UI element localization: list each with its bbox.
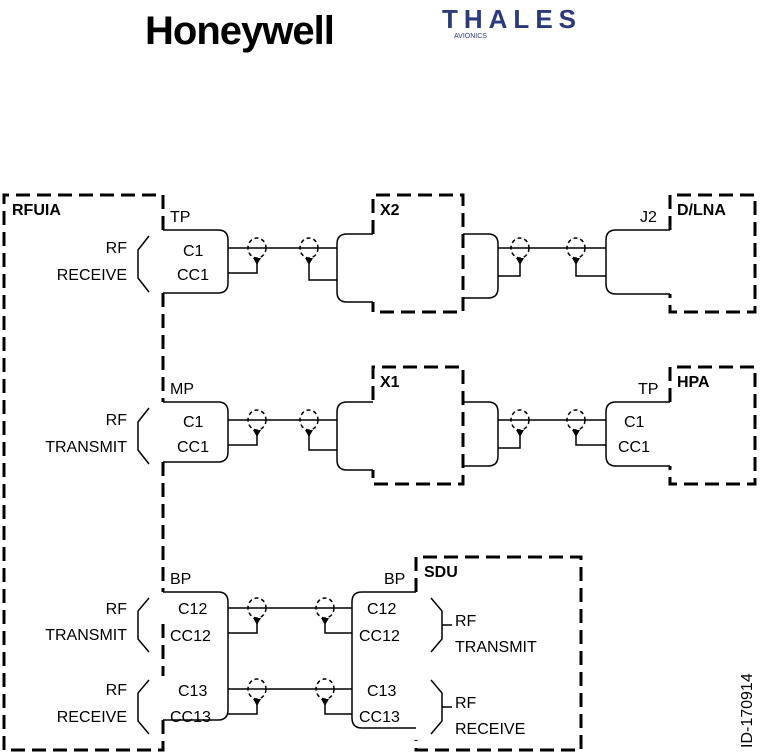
row4-shield-wire [228, 699, 352, 714]
row2-pin-c1: C1 [183, 414, 204, 431]
thales-avionics-label: AVIONICS [454, 33, 487, 40]
row1-receive-label: RECEIVE [57, 267, 127, 284]
row2-shield-tie-3 [516, 430, 524, 437]
mp-connector-label: MP [170, 381, 194, 398]
row2-transmit-label: TRANSMIT [45, 439, 127, 456]
sdu-label: SDU [424, 564, 458, 581]
row3-transmit-label: TRANSMIT [45, 627, 127, 644]
row2-shield-tie-1 [253, 430, 261, 437]
sdu-rf-transmit-label: TRANSMIT [455, 639, 537, 656]
row3-shield-tie-2 [321, 618, 329, 625]
row4-shield-tie-1 [253, 699, 261, 706]
dlna-label: D/LNA [677, 202, 726, 219]
x2-label: X2 [380, 202, 400, 219]
hpa-tp-connector-label: TP [638, 381, 658, 398]
row3-left-bracket [138, 598, 149, 652]
row1-shield-tie-1 [253, 258, 261, 265]
bp-pin-c12: C12 [178, 601, 207, 618]
sdu-pin-cc12: CC12 [359, 628, 400, 645]
row1-rf-label: RF [106, 240, 128, 257]
row3-rf-label: RF [106, 601, 128, 618]
row2-hpa-connector [606, 402, 670, 466]
row1-shield-tie-4 [572, 258, 580, 265]
row2-x1-right-connector [463, 402, 498, 466]
bp-pin-cc13: CC13 [170, 709, 211, 726]
row4-left-bracket [138, 680, 149, 734]
row2-shield-tie-4 [572, 430, 580, 437]
sdu-pin-c12: C12 [367, 601, 396, 618]
row1-shield-tie-2 [305, 258, 313, 265]
row4-rf-label: RF [106, 682, 128, 699]
rfuia-label: RFUIA [12, 202, 61, 219]
sdu-rf-receive-label: RECEIVE [455, 721, 525, 738]
row4-receive-label: RECEIVE [57, 709, 127, 726]
thales-logo: THALES [442, 4, 582, 34]
bp-pin-cc12: CC12 [170, 628, 211, 645]
sdu-pin-cc13: CC13 [359, 709, 400, 726]
hpa-label: HPA [677, 374, 710, 391]
row1-pin-cc1: CC1 [177, 267, 209, 284]
row1-shield-tie-3 [516, 258, 524, 265]
row1-shield-wire-a [228, 258, 337, 280]
sdu-rf-receive-rf-label: RF [455, 695, 477, 712]
row2-shield-wire-a [228, 430, 337, 450]
row1-shield-wire-b [498, 258, 606, 276]
row2-rf-label: RF [106, 412, 128, 429]
row1-pin-c1: C1 [183, 243, 204, 260]
row1-left-bracket [138, 236, 149, 292]
row1-x2-right-connector [463, 234, 498, 298]
row2-left-bracket [138, 408, 149, 464]
sdu-receive-bracket [431, 680, 452, 734]
row2-x1-left-connector [337, 402, 373, 470]
row2-shield-wire-b [498, 430, 606, 448]
row1-x2-left-connector [337, 234, 373, 302]
bp-pin-c13: C13 [178, 683, 207, 700]
row2-pin-cc1: CC1 [177, 439, 209, 456]
row2-shield-tie-2 [305, 430, 313, 437]
row1-dlna-connector [606, 230, 670, 294]
x1-label: X1 [380, 374, 400, 391]
row2-hpa-pin-cc1: CC1 [618, 439, 650, 456]
sdu-pin-c13: C13 [367, 683, 396, 700]
j2-connector-label: J2 [640, 209, 657, 226]
row4-shield-tie-2 [321, 699, 329, 706]
row3-shield-tie-1 [253, 618, 261, 625]
sdu-bp-connector-label: BP [384, 571, 405, 588]
sdu-transmit-bracket [431, 598, 452, 652]
drawing-id: ID-170914 [739, 673, 756, 748]
row2-hpa-pin-c1: C1 [624, 414, 645, 431]
sdu-rf-transmit-rf-label: RF [455, 613, 477, 630]
tp-connector-label: TP [170, 209, 190, 226]
honeywell-logo: Honeywell [145, 9, 334, 53]
row3-shield-wire [228, 618, 352, 633]
bp-connector-label: BP [170, 571, 191, 588]
